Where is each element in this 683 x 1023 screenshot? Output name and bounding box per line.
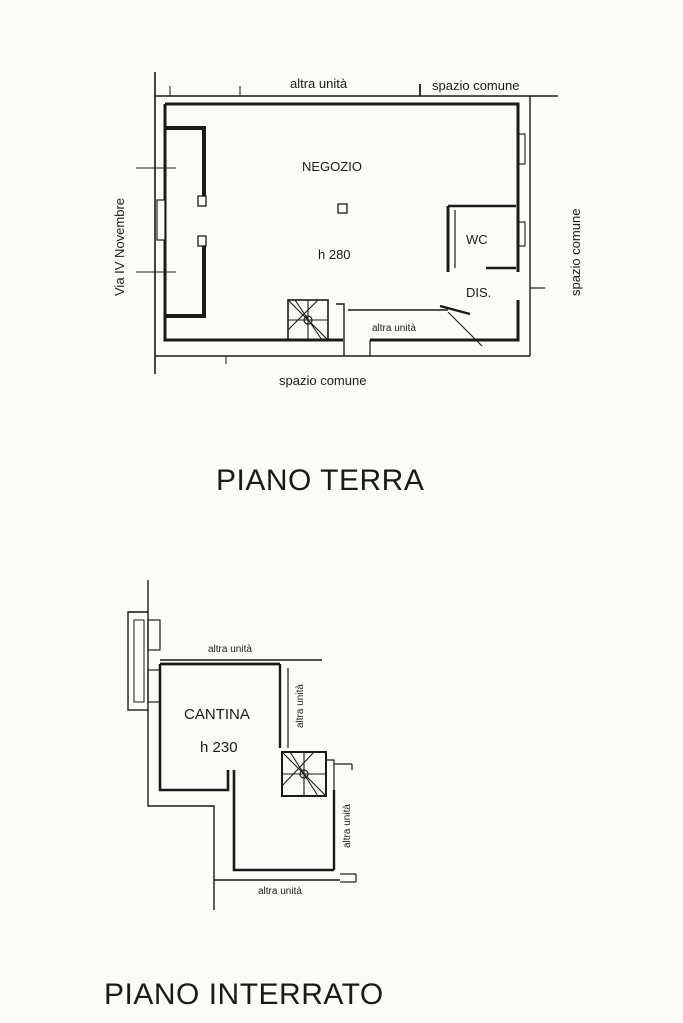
label-via-iv-novembre: Via IV Novembre (112, 198, 127, 296)
label-altra-unita-inner: altra unità (372, 323, 416, 334)
label-spazio-comune-bottom: spazio comune (279, 373, 366, 388)
ground-floor-title: PIANO TERRA (216, 464, 425, 497)
label-altra-unita-basement-side-1: altra unità (295, 684, 306, 728)
label-spazio-comune-right: spazio comune (568, 209, 583, 296)
stair-icon (287, 299, 329, 341)
label-altra-unita-basement-side-2: altra unità (342, 804, 353, 848)
ground-floor-plan (136, 72, 558, 374)
basement-floor-title: PIANO INTERRATO (104, 978, 384, 1011)
label-cantina-height: h 230 (200, 739, 238, 756)
stair-icon (281, 751, 327, 797)
label-negozio-height: h 280 (318, 247, 351, 262)
basement-plan (127, 580, 357, 910)
label-spazio-comune-top: spazio comune (432, 78, 519, 93)
label-altra-unita-basement-top: altra unità (208, 644, 252, 655)
label-cantina: CANTINA (184, 706, 250, 723)
label-negozio: NEGOZIO (302, 159, 362, 174)
label-altra-unita-basement-bottom: altra unità (258, 886, 302, 897)
label-dis: DIS. (466, 285, 491, 300)
label-wc: WC (466, 232, 488, 247)
label-altra-unita-top: altra unità (290, 76, 348, 91)
